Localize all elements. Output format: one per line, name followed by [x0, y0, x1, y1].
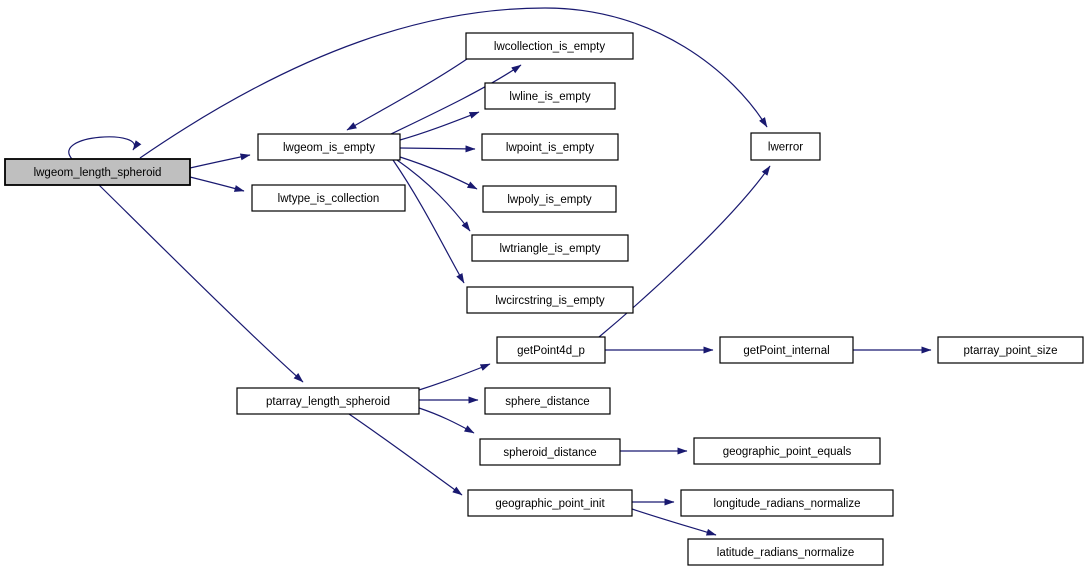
node-latitude_radians_normalize[interactable]: latitude_radians_normalize [687, 538, 884, 566]
edges-layer [68, 7, 932, 536]
edge-lwgeom_length_spheroid-to-lwgeom_is_empty [189, 153, 251, 169]
node-box-lwtriangle_is_empty[interactable] [471, 234, 629, 262]
edge-lwgeom_is_empty-to-lwpoint_is_empty [399, 145, 476, 153]
edge-lwgeom_is_empty-to-lwcollection_is_empty [390, 64, 522, 135]
node-label-getPoint4d_p: getPoint4d_p [517, 345, 585, 357]
node-label-getPoint_internal: getPoint_internal [743, 345, 829, 357]
node-box-lwcollection_is_empty[interactable] [465, 32, 634, 60]
node-box-lwtype_is_collection[interactable] [251, 184, 406, 212]
node-box-ptarray_point_size[interactable] [937, 336, 1084, 364]
node-label-sphere_distance: sphere_distance [505, 396, 589, 408]
node-box-lwcircstring_is_empty[interactable] [466, 286, 634, 314]
edge-lwgeom_length_spheroid-to-lwerror [139, 7, 768, 159]
node-geographic_point_equals[interactable]: geographic_point_equals [693, 437, 881, 465]
node-label-lwcollection_is_empty: lwcollection_is_empty [494, 41, 605, 53]
node-box-lwpoly_is_empty[interactable] [482, 185, 617, 213]
edge-lwgeom_is_empty-to-lwtriangle_is_empty [396, 159, 471, 232]
node-label-ptarray_point_size: ptarray_point_size [964, 345, 1058, 357]
node-box-lwpoint_is_empty[interactable] [481, 133, 619, 161]
node-box-spheroid_distance[interactable] [479, 438, 621, 466]
node-lwpoly_is_empty[interactable]: lwpoly_is_empty [482, 185, 617, 213]
edge-getPoint4d_p-to-lwerror [598, 165, 771, 338]
node-lwcircstring_is_empty[interactable]: lwcircstring_is_empty [466, 286, 634, 314]
edge-lwgeom_is_empty-to-lwpoly_is_empty [399, 156, 478, 190]
edge-lwgeom_length_spheroid-to-ptarray_length_spheroid [98, 184, 304, 383]
node-sphere_distance[interactable]: sphere_distance [484, 387, 611, 415]
edge-lwgeom_is_empty-to-lwline_is_empty [399, 111, 480, 141]
node-ptarray_point_size[interactable]: ptarray_point_size [937, 336, 1084, 364]
node-box-geographic_point_init[interactable] [467, 489, 633, 517]
node-label-lwpoint_is_empty: lwpoint_is_empty [506, 142, 594, 154]
node-ptarray_length_spheroid[interactable]: ptarray_length_spheroid [236, 387, 420, 415]
node-box-ptarray_length_spheroid[interactable] [236, 387, 420, 415]
node-geographic_point_init[interactable]: geographic_point_init [467, 489, 633, 517]
node-lwtriangle_is_empty[interactable]: lwtriangle_is_empty [471, 234, 629, 262]
node-getPoint4d_p[interactable]: getPoint4d_p [496, 336, 606, 364]
node-lwerror[interactable]: lwerror [750, 132, 821, 161]
edge-ptarray_length_spheroid-to-geographic_point_init [348, 413, 463, 496]
edge-lwgeom_length_spheroid-to-lwgeom_length_spheroid [68, 136, 142, 160]
node-label-ptarray_length_spheroid: ptarray_length_spheroid [266, 396, 390, 408]
node-lwpoint_is_empty[interactable]: lwpoint_is_empty [481, 133, 619, 161]
edge-geographic_point_init-to-latitude_radians_normalize [631, 508, 717, 536]
node-label-longitude_radians_normalize: longitude_radians_normalize [713, 498, 860, 510]
node-label-lwline_is_empty: lwline_is_empty [509, 91, 590, 103]
node-label-lwtriangle_is_empty: lwtriangle_is_empty [500, 243, 601, 255]
node-box-sphere_distance[interactable] [484, 387, 611, 415]
node-label-spheroid_distance: spheroid_distance [503, 447, 596, 459]
node-label-geographic_point_init: geographic_point_init [495, 498, 605, 510]
node-box-getPoint4d_p[interactable] [496, 336, 606, 364]
node-label-lwgeom_length_spheroid: lwgeom_length_spheroid [34, 167, 162, 179]
node-box-getPoint_internal[interactable] [719, 336, 854, 364]
node-box-lwgeom_length_spheroid[interactable] [4, 158, 191, 186]
node-lwtype_is_collection[interactable]: lwtype_is_collection [251, 184, 406, 212]
node-box-lwgeom_is_empty[interactable] [257, 133, 401, 161]
edge-ptarray_length_spheroid-to-spheroid_distance [418, 407, 475, 434]
node-lwgeom_is_empty[interactable]: lwgeom_is_empty [257, 133, 401, 161]
nodes-layer: lwgeom_length_spheroid lwgeom_is_emptylwt… [4, 32, 1084, 566]
node-label-lwerror: lwerror [768, 142, 803, 154]
node-getPoint_internal[interactable]: getPoint_internal [719, 336, 854, 364]
edge-ptarray_length_spheroid-to-getPoint4d_p [418, 363, 491, 391]
node-box-geographic_point_equals[interactable] [693, 437, 881, 465]
edge-lwcollection_is_empty-to-lwgeom_is_empty [346, 58, 468, 131]
node-lwcollection_is_empty[interactable]: lwcollection_is_empty [465, 32, 634, 60]
edge-lwgeom_is_empty-to-lwcircstring_is_empty [392, 159, 465, 284]
node-label-lwgeom_is_empty: lwgeom_is_empty [283, 142, 375, 154]
node-spheroid_distance[interactable]: spheroid_distance [479, 438, 621, 466]
node-box-lwline_is_empty[interactable] [484, 82, 616, 110]
node-longitude_radians_normalize[interactable]: longitude_radians_normalize [680, 489, 894, 517]
edge-lwgeom_length_spheroid-to-lwtype_is_collection [189, 176, 245, 192]
node-label-geographic_point_equals: geographic_point_equals [723, 446, 852, 458]
node-label-lwtype_is_collection: lwtype_is_collection [278, 193, 380, 205]
node-lwgeom_length_spheroid[interactable]: lwgeom_length_spheroid [4, 158, 191, 186]
node-box-lwerror[interactable] [750, 132, 821, 161]
node-box-longitude_radians_normalize[interactable] [680, 489, 894, 517]
node-label-lwpoly_is_empty: lwpoly_is_empty [507, 194, 592, 206]
node-lwline_is_empty[interactable]: lwline_is_empty [484, 82, 616, 110]
node-label-latitude_radians_normalize: latitude_radians_normalize [717, 547, 854, 559]
node-label-lwcircstring_is_empty: lwcircstring_is_empty [495, 295, 605, 307]
node-box-latitude_radians_normalize[interactable] [687, 538, 884, 566]
